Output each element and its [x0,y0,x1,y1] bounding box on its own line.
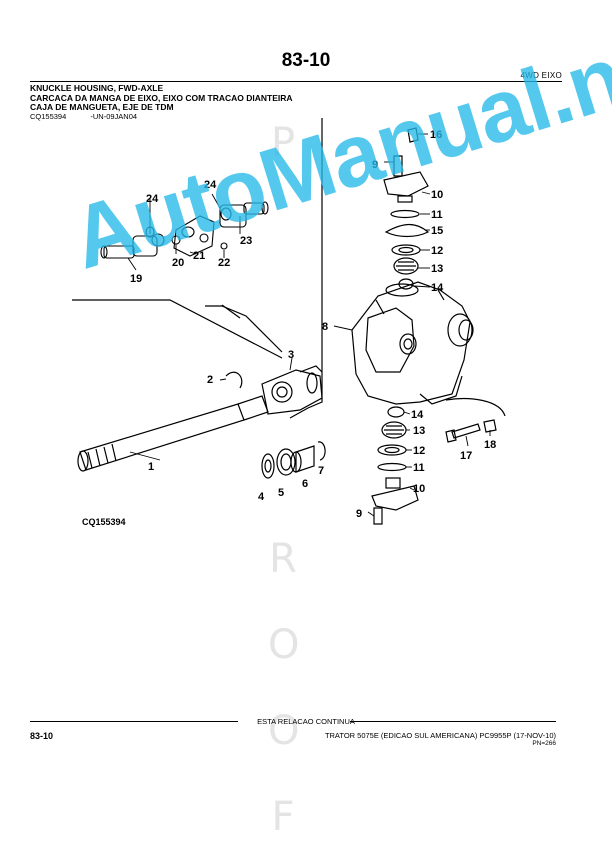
knuckle-housing-drawing [351,281,474,405]
callout-20: 20 [172,257,184,269]
axle-shaft-drawing [77,365,323,472]
title-block: KNUCKLE HOUSING, FWD-AXLE CARCACA DA MAN… [30,83,293,113]
footer-rule-left [30,721,238,722]
callout-14b: 14 [411,409,424,421]
callout-23: 23 [240,235,252,247]
figure-code: CQ155394 [30,112,67,121]
title-spanish: CAJA DE MANGUETA, EJE DE TDM [30,102,174,112]
footer-rule-right [350,721,556,722]
bolt-and-nut-drawing [445,397,506,443]
callout-17: 17 [460,450,472,462]
figure-date: -UN-09JAN04 [90,112,138,121]
section-tag: 4WD EIXO [520,71,562,80]
callout-15: 15 [431,225,443,237]
callout-24: 24 [146,193,159,205]
callout-18: 18 [484,439,496,451]
seal-parts-drawing [261,441,326,479]
figure-caption: CQ155394 [82,517,126,527]
page-number-top: 83-10 [281,50,331,71]
callout-8: 8 [322,321,328,333]
callout-10b: 10 [413,483,425,495]
callout-22: 22 [218,257,230,269]
proof-letter: R [269,536,297,582]
continues-note: ESTA RELACAO CONTINUA [257,717,355,726]
exploded-view-drawing: 1 2 3 4 5 6 7 8 9 9 10 10 11 11 12 12 13… [72,118,506,525]
proof-letter: O [268,708,300,754]
u-joint-inset-drawing [100,201,269,259]
lower-stack-drawing [371,406,419,525]
proof-letter: O [268,622,300,668]
page-number-bottom: 83-10 [30,731,54,741]
callout-11: 11 [431,209,443,221]
book-reference: TRATOR 5075E (EDICAO SUL AMERICANA) PC99… [324,731,556,740]
title-english: KNUCKLE HOUSING, FWD-AXLE [30,83,164,93]
callout-19: 19 [130,273,142,285]
callout-21: 21 [193,250,205,262]
proof-letter: P [270,120,296,166]
pn-number: PN=266 [532,740,556,747]
header-rule [30,81,562,82]
callout-9b: 9 [356,508,362,520]
callout-9: 9 [372,159,378,171]
callout-12b: 12 [413,445,425,457]
callout-10: 10 [431,189,443,201]
callout-1: 1 [148,461,154,473]
callout-5: 5 [278,487,284,499]
callout-7: 7 [318,465,324,477]
callout-numbers: 1 2 3 4 5 6 7 8 9 9 10 10 11 11 12 12 13… [130,129,496,520]
callout-4: 4 [258,491,265,503]
title-portuguese: CARCACA DA MANGA DE EIXO, EIXO COM TRACA… [30,92,293,103]
callout-13: 13 [431,263,443,275]
inset-pointer-line [72,299,283,359]
callout-13b: 13 [413,425,425,437]
callout-16: 16 [430,129,442,141]
callout-11b: 11 [413,462,425,474]
callout-24b: 24 [204,179,217,191]
figure-reference: CQ155394 -UN-09JAN04 [30,112,137,121]
callout-12: 12 [431,245,443,257]
callout-3: 3 [288,349,294,361]
callout-14: 14 [431,282,444,294]
callout-6: 6 [302,478,308,490]
callout-2: 2 [207,374,213,386]
leader-lines [127,133,491,517]
inset-border [289,118,323,419]
